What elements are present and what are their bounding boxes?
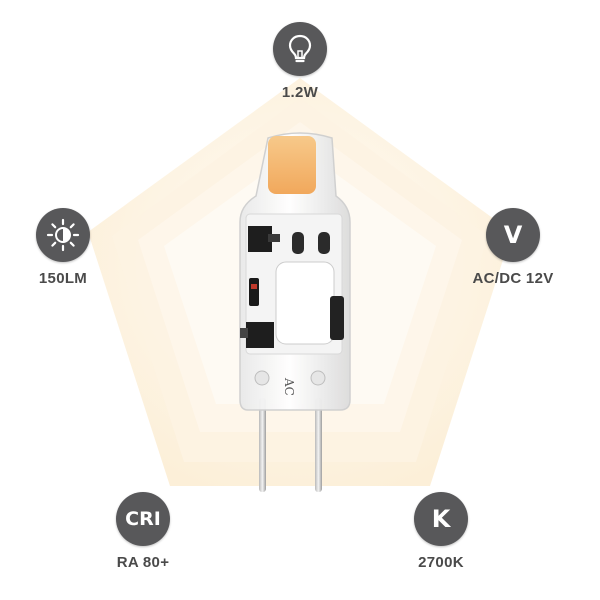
- bulb-print-mark: AC: [282, 377, 296, 396]
- spec-lumens-value: 150LM: [38, 270, 88, 287]
- spec-cri: CRI RA 80+: [98, 492, 188, 571]
- bulb-icon: [273, 22, 327, 76]
- spec-cri-value: RA 80+: [116, 554, 170, 571]
- kelvin-letter-icon: K: [414, 492, 468, 546]
- cri-letter-icon: CRI: [116, 492, 170, 546]
- spec-color-temp-value: 2700K: [418, 554, 464, 571]
- spec-power: 1.2W: [255, 22, 345, 101]
- brightness-icon: [36, 208, 90, 262]
- spec-color-temp: K 2700K: [396, 492, 486, 571]
- spec-lumens: 150LM: [20, 208, 106, 287]
- spec-voltage-value: AC/DC 12V: [472, 270, 554, 287]
- g4-led-bulb: AC: [239, 132, 351, 492]
- spec-voltage: V AC/DC 12V: [458, 208, 568, 287]
- spec-power-value: 1.2W: [281, 84, 319, 101]
- voltage-letter-icon: V: [486, 208, 540, 262]
